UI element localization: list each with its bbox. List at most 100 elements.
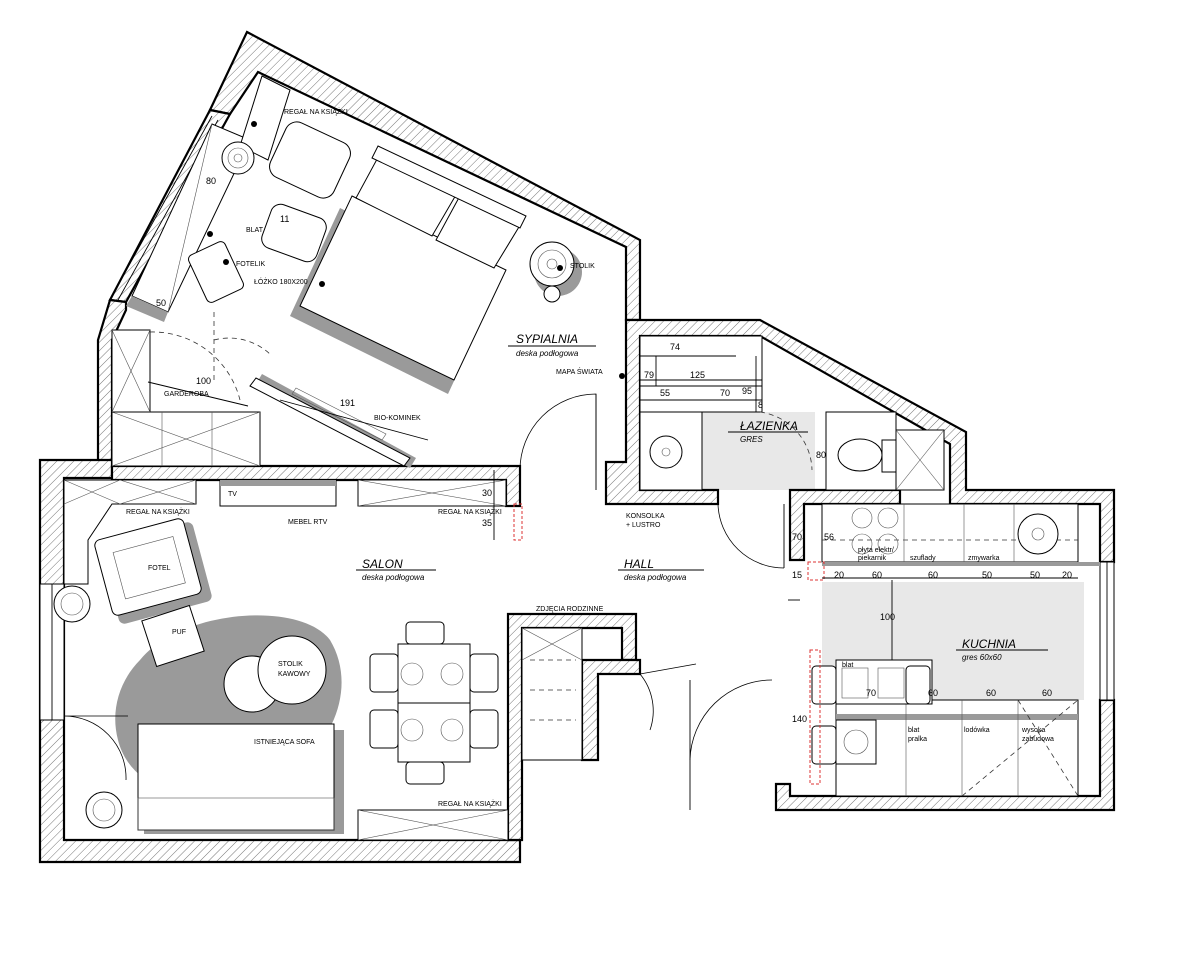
dim-15: 15 <box>792 570 802 580</box>
dim-95: 95 <box>742 386 752 396</box>
fotelik <box>188 241 244 303</box>
label-bed: ŁÓŻKO 180X200 <box>254 277 308 286</box>
coffee-table <box>257 635 327 705</box>
hall-floor: deska podłogowa <box>624 573 687 582</box>
plant-1 <box>53 585 91 623</box>
dimension-lines <box>147 356 1078 660</box>
shower <box>639 335 763 413</box>
label-dishwasher: zmywarka <box>968 555 1000 562</box>
bedroom-name: SYPIALNIA <box>516 332 578 346</box>
bio-fireplace <box>249 377 411 467</box>
label-fridge: lodówka <box>964 727 990 734</box>
hall-elements <box>513 393 785 810</box>
label-hob-1: płyta elektr/ <box>858 547 894 554</box>
label-shelf-bottom: REGAŁ NA KSIĄŻKI <box>438 799 502 808</box>
bookshelf-living <box>63 479 197 585</box>
dim-100-kitchen: 100 <box>880 612 895 622</box>
dim-30: 30 <box>482 488 492 498</box>
dim-70-hall: 70 <box>792 532 802 542</box>
living-floor: deska podłogowa <box>362 573 425 582</box>
label-side-table: STOLIK <box>570 263 595 270</box>
label-hob-2: piekarnik <box>858 555 887 562</box>
entry-wall <box>580 658 642 762</box>
label-tall-2: zabudowa <box>1022 736 1054 743</box>
label-drawers: szuflady <box>910 555 936 562</box>
room-labels: SYPIALNIA deska podłogowa ŁAZIENKA GRES … <box>356 332 1048 662</box>
label-wardrobe: GARDEROBA <box>164 391 209 398</box>
pouf <box>141 604 205 668</box>
label-counter: blat <box>842 662 853 669</box>
label-tall-1: wysoka <box>1021 727 1045 734</box>
label-family-photos: ZDJĘCIA RODZINNE <box>536 606 604 613</box>
dim-k60d: 60 <box>986 688 996 698</box>
stool-1 <box>221 141 255 175</box>
label-shelf-top: REGAŁ NA KSIĄŻKI <box>438 507 502 516</box>
label-washer: pralka <box>908 736 927 743</box>
label-coffee-table-2: KAWOWY <box>278 671 311 678</box>
washer <box>835 719 877 765</box>
bathroom-name: ŁAZIENKA <box>740 419 798 433</box>
bathroom-fixtures <box>639 335 945 491</box>
bedroom-furniture <box>111 75 582 468</box>
kitchen-fixtures <box>807 503 1100 797</box>
label-sofa: ISTNIEJĄCA SOFA <box>254 739 315 746</box>
dim-k50a: 50 <box>982 570 992 580</box>
dim-k20a: 20 <box>834 570 844 580</box>
dim-191: 191 <box>340 398 355 408</box>
bookshelf-bedroom <box>239 75 291 161</box>
dim-79: 79 <box>644 370 654 380</box>
dim-50: 50 <box>156 298 166 308</box>
sofa <box>137 723 335 831</box>
dim-k70: 70 <box>866 688 876 698</box>
toilet <box>837 438 883 472</box>
closet <box>521 627 583 761</box>
label-bio-fireplace: BIO-KOMINEK <box>374 415 421 422</box>
dim-k50b: 50 <box>1030 570 1040 580</box>
label-console-1: KONSOLKA <box>626 513 665 520</box>
label-coffee-table-1: STOLIK <box>278 661 303 668</box>
lobby-partition <box>506 612 638 842</box>
dim-35: 35 <box>482 518 492 528</box>
dim-k60e: 60 <box>1042 688 1052 698</box>
label-tv: TV <box>228 491 237 498</box>
living-furniture <box>53 479 509 841</box>
dimension-labels: 80 50 100 191 11 74 79 125 95 55 70 8 80… <box>156 176 1072 724</box>
dim-80: 80 <box>206 176 216 186</box>
kitchen-name: KUCHNIA <box>962 637 1016 651</box>
dim-125: 125 <box>690 370 705 380</box>
dim-56: 56 <box>824 532 834 542</box>
dim-8: 8 <box>758 400 763 410</box>
leader-dots <box>207 121 625 379</box>
label-desk: BLAT <box>246 227 264 234</box>
furniture-labels: REGAŁ NA KSIĄŻKI BLAT FOTELIK ŁÓŻKO 180X… <box>126 107 1054 808</box>
label-world-map: MAPA ŚWIATA <box>556 367 603 376</box>
living-name: SALON <box>362 557 403 571</box>
label-armchair-living: FOTEL <box>148 565 171 572</box>
dim-k60b: 60 <box>928 570 938 580</box>
dim-11: 11 <box>280 214 289 224</box>
kitchen-sink <box>1017 513 1059 555</box>
dim-k20b: 20 <box>1062 570 1072 580</box>
label-tv-furniture: MEBEL RTV <box>288 519 328 526</box>
kitchen-floor: gres 60x60 <box>962 653 1002 662</box>
dim-k60c: 60 <box>928 688 938 698</box>
dim-80-bath: 80 <box>816 450 826 460</box>
label-shelf-living: REGAŁ NA KSIĄŻKI <box>126 507 190 516</box>
washbasin <box>649 435 683 469</box>
side-table <box>529 241 575 287</box>
label-armchair-bedroom: FOTELIK <box>236 261 266 268</box>
bedroom-floor: deska podłogowa <box>516 349 579 358</box>
plant-2 <box>85 791 123 829</box>
dim-55: 55 <box>660 388 670 398</box>
label-console-2: + LUSTRO <box>626 522 661 529</box>
dim-74: 74 <box>670 342 680 352</box>
label-pouf: PUF <box>172 629 186 636</box>
dim-70-bath: 70 <box>720 388 730 398</box>
bathroom-wall <box>604 318 1116 564</box>
dim-k60a: 60 <box>872 570 882 580</box>
bathroom-floor: GRES <box>740 435 763 444</box>
dim-140: 140 <box>792 714 807 724</box>
label-counter-2: blat <box>908 727 919 734</box>
dim-100: 100 <box>196 376 211 386</box>
